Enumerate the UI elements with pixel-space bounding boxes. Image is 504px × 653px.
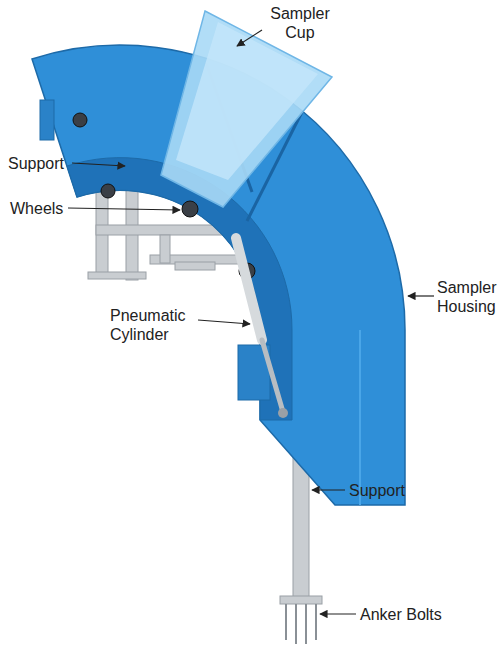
part-label: Pneumatic Cylinder — [110, 306, 196, 344]
part-label: Sampler Cup — [262, 4, 338, 42]
part-label: Wheels — [10, 199, 70, 218]
leader-lines — [68, 30, 434, 614]
part-label: Sampler Housing — [437, 278, 501, 316]
pneumatic-cylinder — [236, 238, 288, 418]
wheels — [73, 113, 255, 279]
anchor-bolts — [286, 604, 316, 644]
part-label: Support — [8, 154, 72, 173]
part-label: Anker Bolts — [360, 605, 460, 624]
part-label: Support — [349, 481, 419, 500]
